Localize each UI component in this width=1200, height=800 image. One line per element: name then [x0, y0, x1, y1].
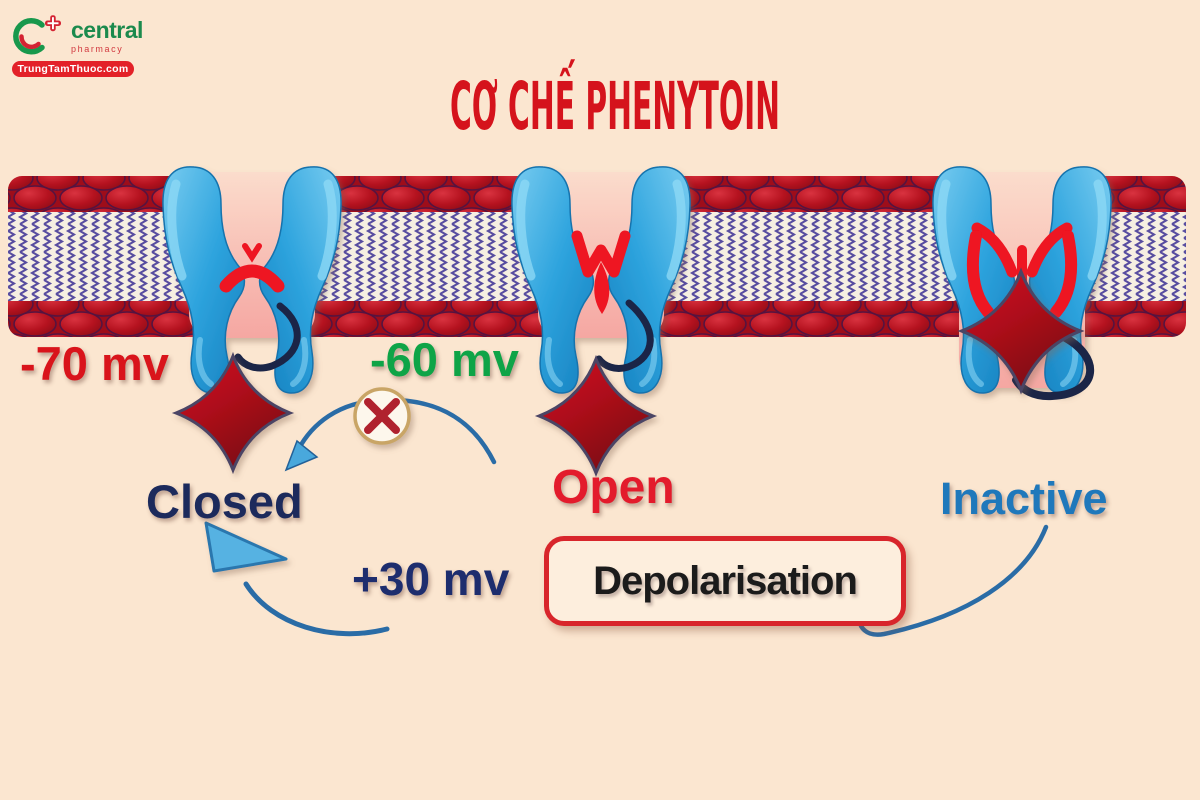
arrowhead-large — [204, 521, 288, 573]
central-pharmacy-logo-icon — [13, 15, 61, 55]
particle-tether-open — [595, 299, 654, 372]
state-open-label: Open — [552, 461, 675, 514]
x-circle-icon — [353, 387, 411, 445]
arrow-recovery-to-closed — [243, 581, 390, 637]
logo-badge: TrungTamThuoc.com — [12, 61, 134, 77]
voltage-closed-label: -70 mv — [20, 337, 169, 390]
gate-open — [571, 230, 631, 314]
arrow-open-to-inactive — [858, 524, 1049, 637]
cross-icon — [45, 15, 61, 32]
transition-arrows — [204, 387, 1049, 637]
gate-displaced — [966, 222, 1078, 318]
sodium-channel-open — [512, 167, 690, 393]
depolarisation-label: Depolarisation — [593, 558, 858, 603]
arrowhead-small — [284, 439, 319, 472]
particle-tether-closed — [234, 302, 301, 372]
logo: central pharmacy TrungTamThuoc.com — [12, 12, 152, 77]
state-closed-label: Closed — [146, 475, 303, 528]
depolarisation-voltage-label: +30 mv — [352, 553, 510, 605]
depolarisation-box: Depolarisation — [544, 536, 906, 626]
voltage-open-label: -60 mv — [370, 333, 519, 386]
gate-closed — [219, 243, 285, 293]
logo-brand: central — [71, 17, 143, 43]
sodium-channel-closed — [163, 167, 341, 393]
particle-tether-inactive — [1012, 332, 1094, 401]
state-inactive-label: Inactive — [940, 473, 1108, 524]
logo-subtitle: pharmacy — [71, 44, 124, 54]
page-title: CƠ CHẾ PHENYTOIN — [449, 68, 781, 145]
